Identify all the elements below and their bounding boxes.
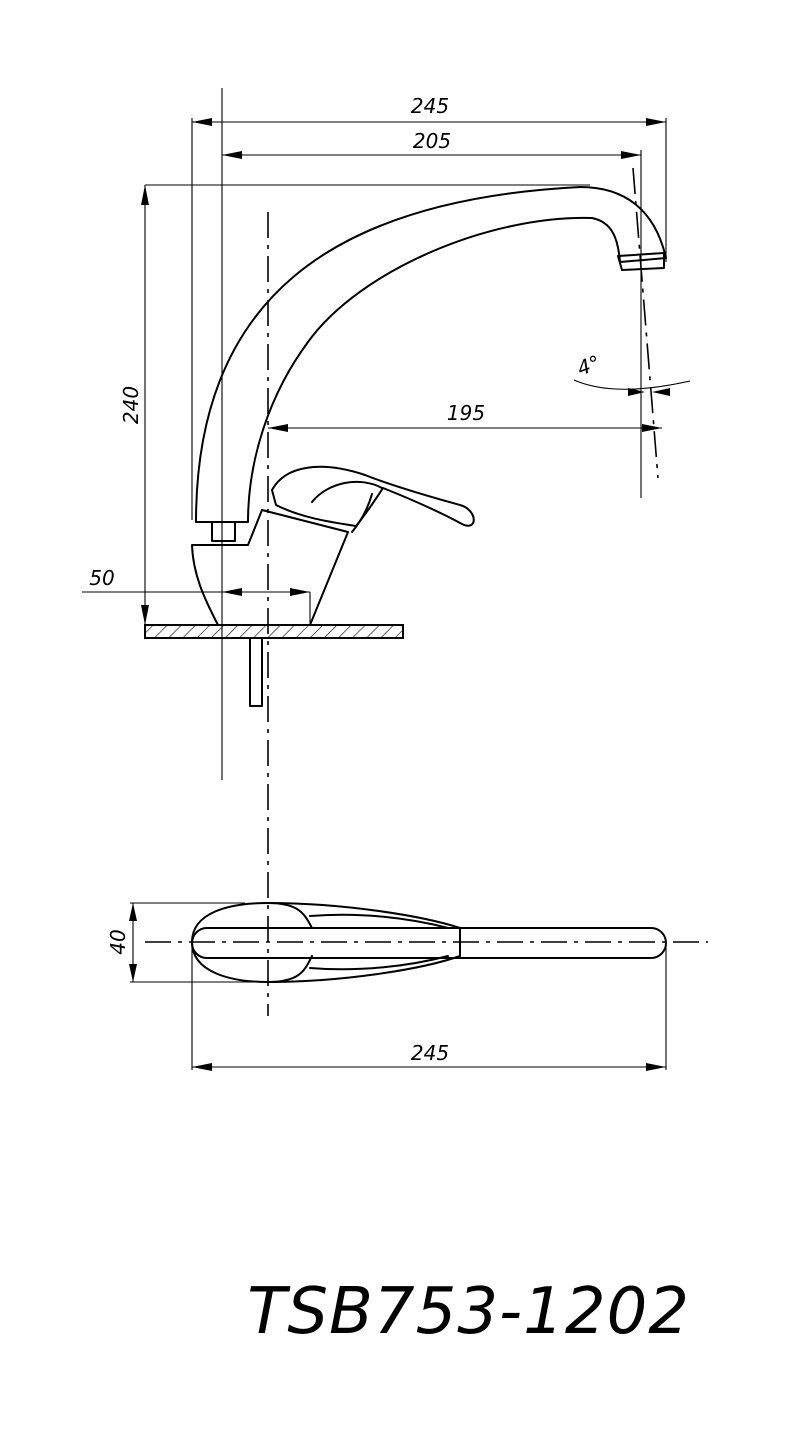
plan-spout-tube bbox=[191, 927, 667, 959]
dim-245-top bbox=[192, 118, 666, 126]
body-joint-nut bbox=[211, 521, 236, 542]
dim-50-label: 50 bbox=[89, 566, 114, 590]
dim-50 bbox=[222, 588, 310, 596]
lever-handle-crease bbox=[311, 480, 383, 503]
countertop-section bbox=[144, 624, 404, 639]
plan-lever-inner-top bbox=[309, 913, 449, 929]
extension-lines bbox=[82, 88, 667, 1070]
plan-lever-inner-bottom bbox=[309, 955, 449, 971]
dim-245-bottom-label: 245 bbox=[411, 1041, 449, 1065]
valve-body bbox=[191, 509, 349, 626]
dim-40 bbox=[129, 903, 137, 982]
plan-spout-body bbox=[191, 902, 461, 983]
model-code-title: TSB753-1202 bbox=[247, 1275, 690, 1349]
faucet-elevation-view bbox=[191, 186, 667, 707]
faucet-plan-view bbox=[191, 902, 667, 983]
dim-195-label: 195 bbox=[447, 401, 485, 425]
dim-195 bbox=[268, 424, 662, 432]
dim-4-degree bbox=[573, 379, 691, 396]
spout-outlet-axis-line bbox=[632, 167, 659, 479]
dim-245-bottom bbox=[192, 1063, 666, 1071]
dim-245-top-label: 245 bbox=[411, 94, 449, 118]
lever-handle bbox=[271, 465, 475, 527]
lever-pivot bbox=[351, 493, 373, 533]
spout-aerator bbox=[617, 252, 665, 271]
dim-40-label: 40 bbox=[106, 929, 130, 954]
dim-4-degree-label: 4° bbox=[574, 350, 604, 380]
dim-240-label: 240 bbox=[119, 386, 143, 424]
dim-205-label: 205 bbox=[413, 129, 451, 153]
spout-outline bbox=[195, 186, 667, 523]
plan-lever-outline bbox=[267, 902, 313, 983]
dim-240 bbox=[141, 185, 149, 625]
dim-205 bbox=[222, 151, 641, 159]
mounting-stud bbox=[249, 637, 263, 707]
